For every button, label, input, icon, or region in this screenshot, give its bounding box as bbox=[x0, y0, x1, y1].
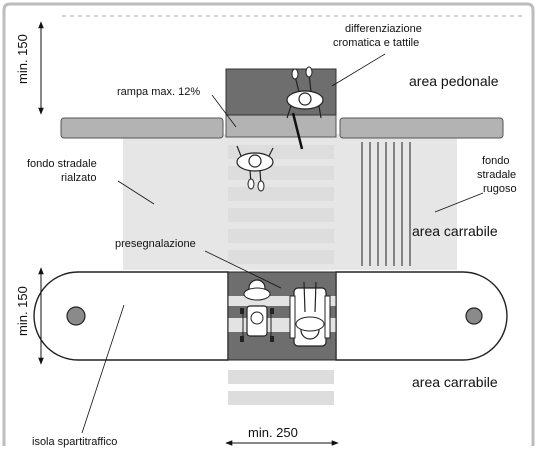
tactile-block-upper bbox=[225, 68, 337, 116]
label-presignal: presegnalazione bbox=[115, 238, 196, 250]
island-crossing-outline bbox=[227, 271, 337, 361]
crossing-stripes-lower bbox=[228, 370, 334, 405]
label-raised-road-2: rialzato bbox=[61, 172, 96, 184]
dimension-text-top: min. 150 bbox=[15, 34, 30, 84]
wheelchair-user-icon bbox=[289, 281, 331, 347]
pedestrian-walking-icon bbox=[286, 66, 324, 119]
traffic-island-left bbox=[33, 271, 229, 361]
label-pedestrian-area: area pedonale bbox=[409, 73, 499, 89]
label-carriageway-upper: area carrabile bbox=[412, 223, 498, 239]
label-ramp: rampa max. 12% bbox=[117, 86, 200, 98]
label-rough-road-1: fondo bbox=[482, 155, 510, 167]
label-rough-road-2: stradale bbox=[477, 169, 516, 181]
sidewalk-strip-center bbox=[225, 114, 337, 138]
pedestrian-walking-icon-2 bbox=[236, 145, 274, 192]
sidewalk-strip-left bbox=[60, 117, 224, 139]
dimension-text-island: min. 150 bbox=[15, 286, 30, 336]
sidewalk-strip-right bbox=[339, 117, 504, 139]
white-cane bbox=[291, 112, 304, 150]
outer-frame bbox=[2, 2, 535, 446]
island-bollard-right bbox=[465, 307, 483, 325]
dimension-text-width: min. 250 bbox=[248, 425, 298, 440]
label-rough-road-3: rugoso bbox=[483, 183, 517, 195]
rough-road-lines bbox=[361, 142, 411, 266]
leader-lines bbox=[81, 53, 484, 434]
stroller-icon bbox=[240, 279, 274, 342]
label-traffic-island: isola spartitraffico bbox=[32, 436, 117, 448]
label-carriageway-lower: area carrabile bbox=[412, 374, 498, 390]
traffic-island-right bbox=[335, 271, 508, 361]
label-differentiation-2: cromatica e tattile bbox=[333, 37, 419, 49]
island-bollard-left bbox=[66, 306, 86, 326]
label-differentiation-1: differenziazione bbox=[345, 23, 422, 35]
label-raised-road-1: fondo stradale bbox=[27, 158, 97, 170]
island-crossing-stripe-1 bbox=[228, 296, 336, 306]
